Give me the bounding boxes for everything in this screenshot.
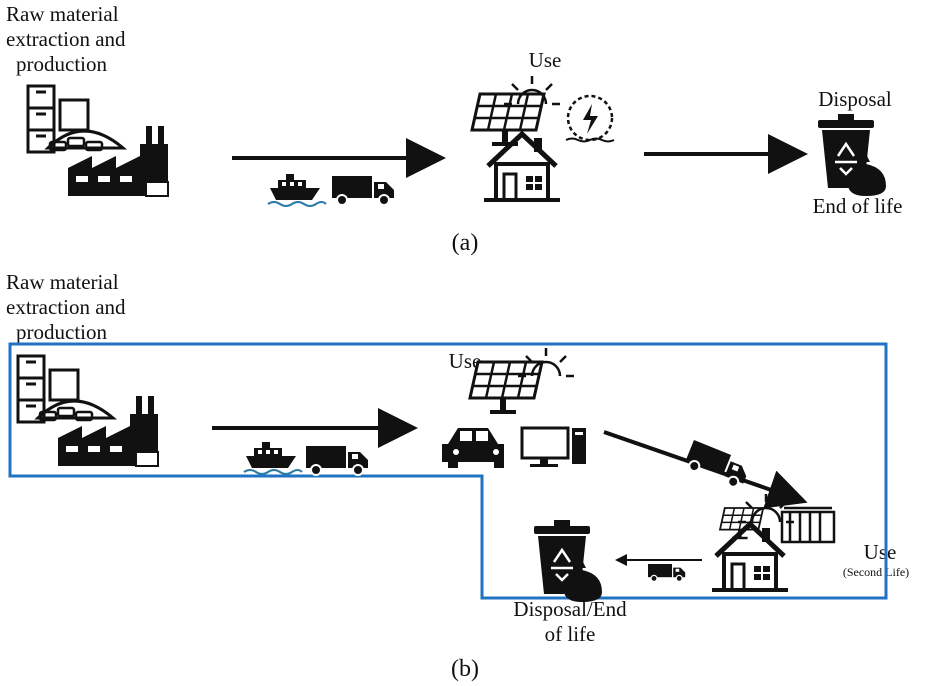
b-computer-icon	[520, 426, 586, 467]
b-raw-line-2: extraction and	[6, 295, 126, 319]
b-car-icon	[442, 428, 504, 468]
b-truck-icon	[305, 445, 369, 476]
b-disposal-label: Disposal/End of life	[480, 597, 660, 647]
a-caption: (a)	[451, 230, 479, 256]
b-trash-bin-icon	[532, 518, 604, 604]
b-second-house-icon	[712, 524, 788, 592]
b-truck-icon-2	[682, 439, 753, 492]
a-raw-line-2: extraction and	[6, 27, 126, 51]
b-battery-modules-icon	[780, 506, 836, 544]
a-use-label: Use	[528, 48, 562, 72]
a-raw-line-3: production	[16, 52, 107, 76]
b-solar-panel-icon	[468, 360, 544, 416]
a-raw-material-label: Raw material extraction and production	[6, 2, 206, 77]
a-end-of-life-label: End of life	[812, 194, 903, 218]
a-solar-panel-icon	[470, 92, 546, 148]
b-ship-icon	[243, 441, 303, 475]
a-ship-icon	[267, 173, 327, 207]
a-disposal-label: Disposal	[818, 87, 892, 111]
b-disposal-line-1: Disposal/End	[513, 597, 627, 621]
a-factory-icon	[26, 84, 170, 198]
b-truck-icon-3	[647, 563, 686, 583]
b-raw-line-1: Raw material	[6, 270, 119, 294]
b-second-use-label: Use	[863, 540, 897, 564]
a-lightning-icon	[565, 94, 615, 143]
b-circular-boundary	[8, 342, 888, 600]
b-disposal-line-2: of life	[544, 622, 596, 646]
b-factory-icon	[16, 354, 160, 468]
a-raw-line-1: Raw material	[6, 2, 119, 26]
a-truck-icon	[331, 175, 395, 206]
b-raw-line-3: production	[16, 320, 107, 344]
b-raw-material-label: Raw material extraction and production	[6, 270, 206, 345]
b-second-life-note: (Second Life)	[842, 565, 910, 579]
b-caption: (b)	[451, 656, 479, 682]
a-trash-bin-icon	[816, 112, 888, 198]
